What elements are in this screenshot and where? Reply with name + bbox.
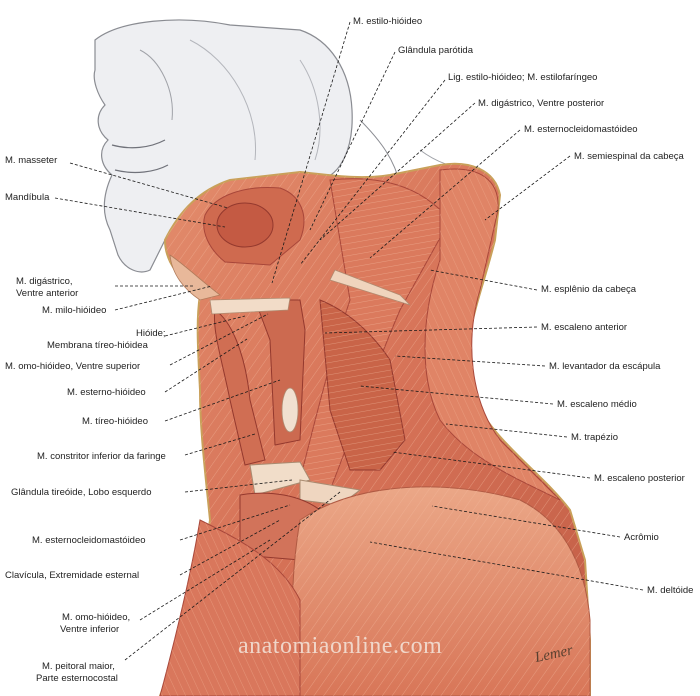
scalene-region: [319, 299, 406, 471]
label-escaleno-anterior: M. escaleno anterior: [541, 322, 627, 333]
leader-lines: [54, 21, 644, 661]
label-omo-hioideo-inferior-1: M. omo-hióideo,: [62, 612, 130, 623]
label-hioide-2: Membrana tíreo-hióidea: [47, 340, 149, 351]
leader-hioide: [164, 315, 246, 337]
label-milo-hioideo: M. milo-hióideo: [42, 305, 106, 316]
label-esternocleidomastoideo-bottom: M. esternocleidomastóideo: [32, 535, 146, 546]
label-semiespinal: M. semiespinal da cabeça: [574, 151, 685, 162]
label-escaleno-medio: M. escaleno médio: [557, 399, 637, 410]
trapezius-region: [424, 168, 561, 501]
leader-levantador: [394, 355, 546, 367]
infrahyoid-straps: [209, 297, 306, 466]
label-tireo-hioideo: M. tíreo-hióideo: [82, 416, 148, 427]
leader-omo-hioideo-inferior: [139, 539, 271, 621]
leader-constritor: [184, 433, 256, 456]
leader-digastrico-posterior: [319, 102, 476, 241]
leader-omo-hioideo-superior: [169, 313, 269, 366]
label-esternocleidomastoideo-top: M. esternocleidomastóideo: [524, 124, 638, 135]
label-glandula-tireoide: Glândula tireóide, Lobo esquerdo: [11, 487, 152, 498]
label-acromio: Acrômio: [624, 532, 659, 543]
leader-lig-estilo-hioideo: [299, 79, 446, 266]
leader-semiespinal: [484, 155, 571, 221]
label-digastrico-anterior-2: Ventre anterior: [16, 288, 78, 299]
label-hioide-1: Hióide;: [136, 328, 166, 339]
label-mandibula: Mandíbula: [5, 192, 50, 203]
leader-esterno-hioideo: [164, 338, 248, 393]
label-peitoral-1: M. peitoral maior,: [42, 661, 115, 672]
leader-deltoide: [369, 541, 644, 591]
label-glandula-parotida: Glândula parótida: [398, 45, 474, 56]
label-estilo-hioideo: M. estilo-hióideo: [353, 16, 422, 27]
leader-estilo-hioideo: [271, 21, 351, 284]
leader-glandula-parotida: [309, 51, 396, 231]
label-trapezio: M. trapézio: [571, 432, 618, 443]
leader-escaleno-medio: [359, 385, 554, 405]
masseter-region: [169, 186, 305, 301]
watermark: anatomiaonline.com: [238, 633, 442, 659]
leader-masseter: [69, 162, 229, 209]
label-lig-estilo-hioideo: Lig. estilo-hióideo; M. estilofaríngeo: [448, 72, 597, 83]
label-digastrico-posterior: M. digástrico, Ventre posterior: [478, 98, 604, 109]
label-constritor: M. constritor inferior da faringe: [37, 451, 166, 462]
label-deltoide: M. deltóide: [647, 585, 693, 596]
label-digastrico-anterior-1: M. digástrico,: [16, 276, 73, 287]
label-levantador: M. levantador da escápula: [549, 361, 661, 372]
label-clavicula: Clavícula, Extremidade esternal: [5, 570, 139, 581]
label-esplenio: M. esplênio da cabeça: [541, 284, 637, 295]
leader-glandula-tireoide: [184, 479, 293, 493]
shoulder-region: [159, 486, 591, 696]
leader-escaleno-anterior: [324, 326, 538, 334]
label-escaleno-posterior: M. escaleno posterior: [594, 473, 685, 484]
label-esterno-hioideo: M. esterno-hióideo: [67, 387, 146, 398]
leader-esternocleidomastoideo-bottom: [179, 504, 291, 541]
leader-escaleno-posterior: [391, 451, 591, 479]
leader-esternocleidomastoideo-top: [369, 129, 521, 259]
leader-esplenio: [429, 269, 538, 291]
leader-trapezio: [445, 423, 568, 438]
label-omo-hioideo-superior: M. omo-hióideo, Ventre superior: [5, 361, 140, 372]
label-omo-hioideo-inferior-2: Ventre inferior: [60, 624, 119, 635]
labels: M. estilo-hióideo Glândula parótida Lig.…: [5, 16, 693, 684]
label-peitoral-2: Parte esternocostal: [36, 673, 118, 684]
leader-mandibula: [54, 197, 226, 228]
label-masseter: M. masseter: [5, 155, 57, 166]
leader-clavicula: [179, 519, 281, 576]
leader-acromio: [431, 505, 621, 538]
leader-milo-hioideo: [114, 285, 213, 311]
leader-peitoral: [124, 491, 341, 661]
leader-tireo-hioideo: [164, 379, 281, 422]
